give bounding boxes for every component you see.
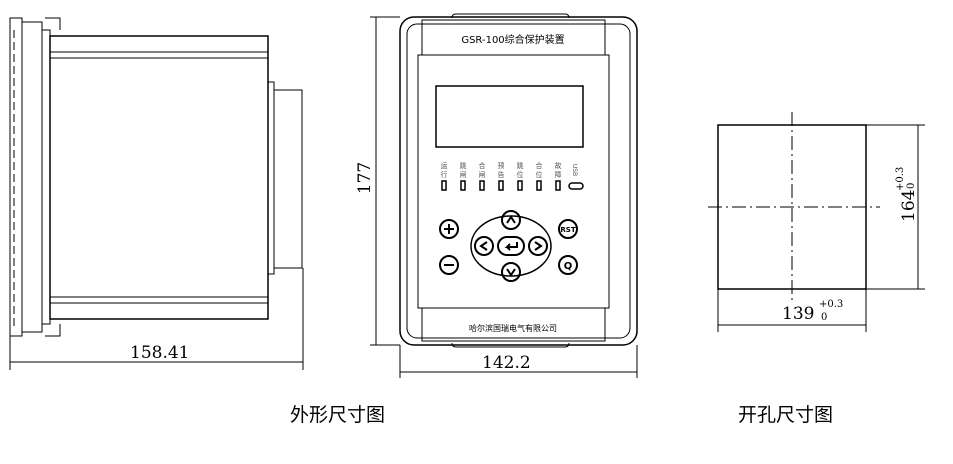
keypad <box>439 210 578 282</box>
plus-button <box>439 219 459 239</box>
side-width-dimension: 158.41 <box>130 343 189 363</box>
outline-caption: 外形尺寸图 <box>290 404 385 426</box>
svg-text:Q: Q <box>564 261 573 272</box>
cutout-height-tol-lower: 0 <box>906 183 917 189</box>
down-button <box>501 262 521 282</box>
company-name: 哈尔滨国瑞电气有限公司 <box>469 323 557 333</box>
svg-text:闸: 闸 <box>460 171 467 179</box>
side-view: 158.41 <box>9 17 304 370</box>
svg-text:RST: RST <box>560 226 575 234</box>
svg-text:USB: USB <box>571 164 578 176</box>
svg-text:跳: 跳 <box>517 161 524 170</box>
indicator-leds <box>441 180 584 191</box>
indicator-labels: 运行 跳闸 合闸 预告 跳位 合位 故障 USB <box>441 161 579 179</box>
svg-text:行: 行 <box>441 170 448 179</box>
svg-text:合: 合 <box>536 161 543 170</box>
cutout-height-group: 164 +0.3 0 <box>895 167 919 222</box>
svg-text:闸: 闸 <box>479 171 486 179</box>
svg-text:告: 告 <box>498 170 505 179</box>
svg-text:运: 运 <box>441 162 448 170</box>
cutout-height-dimension: 164 <box>899 190 919 222</box>
cutout-height-tol-upper: +0.3 <box>895 167 906 191</box>
cutout-view <box>708 112 925 332</box>
right-button <box>528 236 548 256</box>
enter-button <box>497 236 525 256</box>
device-title: GSR-100综合保护装置 <box>461 33 564 46</box>
svg-text:位: 位 <box>536 170 543 179</box>
cutout-caption: 开孔尺寸图 <box>738 404 833 426</box>
cutout-width-tol-upper: +0.3 <box>819 299 843 310</box>
cutout-dimensions: 139 +0.3 0 164 +0.3 0 <box>782 167 919 324</box>
svg-text:位: 位 <box>517 170 524 179</box>
left-button <box>474 236 494 256</box>
svg-text:预: 预 <box>498 161 505 170</box>
front-height-dimension: 177 <box>355 162 375 194</box>
svg-text:故: 故 <box>555 161 562 170</box>
front-view: GSR-100综合保护装置 哈尔滨国瑞电气有限公司 运行 跳闸 合闸 预告 跳位… <box>355 13 638 378</box>
up-button <box>501 210 521 230</box>
minus-button <box>439 255 459 275</box>
front-width-dimension: 142.2 <box>482 353 531 373</box>
quit-button <box>558 255 578 275</box>
cutout-width-dimension: 139 <box>782 304 814 324</box>
cutout-width-tol-lower: 0 <box>821 312 827 323</box>
reset-button <box>558 219 578 239</box>
svg-text:合: 合 <box>479 161 486 170</box>
svg-text:障: 障 <box>555 170 562 179</box>
usb-port <box>568 182 584 190</box>
svg-text:跳: 跳 <box>460 161 467 170</box>
